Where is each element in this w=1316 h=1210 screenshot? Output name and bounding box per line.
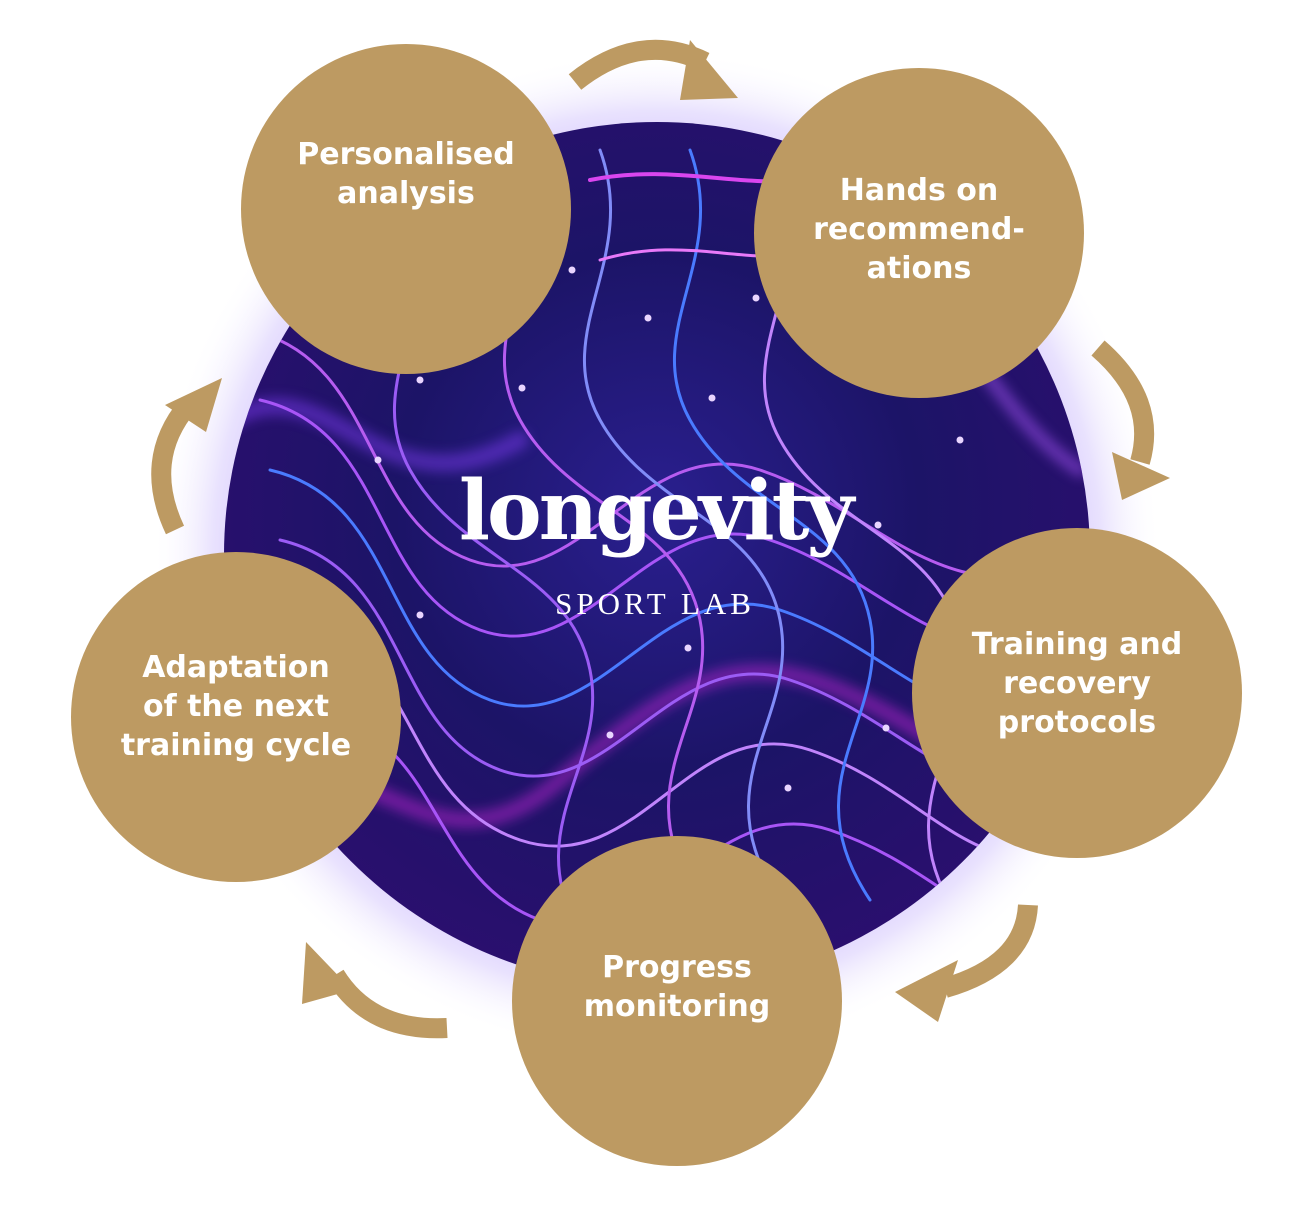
arrowhead-icon — [165, 378, 222, 432]
arrowhead-icon — [680, 40, 738, 100]
curved-arrow-icon — [151, 398, 196, 535]
step-label: Hands on recommend- ations — [813, 172, 1025, 286]
arrowhead-icon — [1112, 452, 1170, 500]
logo-subtitle: SPORT LAB — [555, 586, 755, 621]
step-node-personalised-analysis: Personalised analysis — [241, 44, 571, 374]
arrowhead-icon — [895, 960, 958, 1022]
step-node-progress-monitoring: Progress monitoring — [512, 836, 842, 1166]
step-label: Progress monitoring — [583, 950, 771, 1024]
logo-wordmark: longevity — [458, 463, 854, 559]
step-label: Personalised analysis — [297, 137, 515, 211]
curved-arrow-icon — [942, 904, 1038, 998]
brand-logo: longevity SPORT LAB — [455, 470, 855, 619]
step-node-recommendations: Hands on recommend- ations — [754, 68, 1084, 398]
step-node-adaptation: Adaptation of the next training cycle — [71, 552, 401, 882]
step-label: Training and recovery protocols — [971, 626, 1183, 740]
step-node-training-recovery: Training and recovery protocols — [912, 528, 1242, 858]
curved-arrow-icon — [1091, 340, 1155, 465]
step-label: Adaptation of the next training cycle — [120, 649, 352, 763]
arrowhead-icon — [302, 942, 352, 1004]
cycle-arrowheads — [165, 40, 1170, 1022]
